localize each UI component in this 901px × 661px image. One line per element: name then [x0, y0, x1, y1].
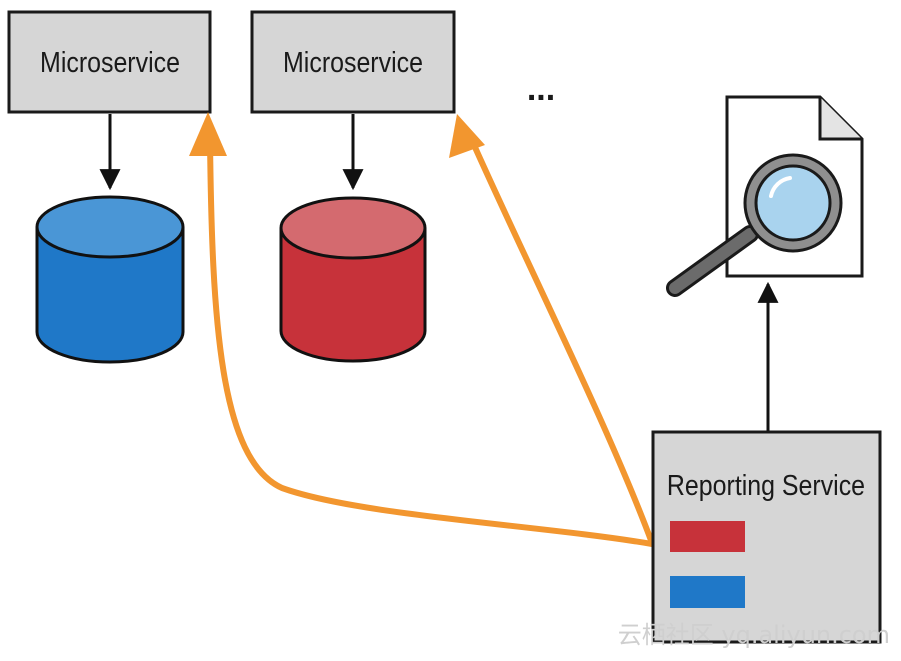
magnifying-glass-icon: [666, 153, 843, 297]
reporting-service-box: Reporting Service: [651, 430, 882, 644]
database-blue-icon: [35, 195, 185, 364]
microservice-1-label: Microservice: [40, 46, 180, 78]
arrow-reporting-to-microservice-1: [207, 137, 655, 547]
ellipsis-text: ...: [527, 70, 555, 108]
reporting-service-label: Reporting Service: [667, 469, 865, 501]
microservice-box-1: Microservice: [7, 10, 212, 114]
arrow-reporting-to-microservice-2: [471, 142, 655, 546]
reporting-swatch-blue: [670, 576, 745, 608]
reporting-swatch-red: [670, 521, 745, 552]
watermark-text: 云栖社区 yq.aliyun.com: [618, 621, 890, 649]
microservice-2-label: Microservice: [283, 46, 423, 78]
microservice-box-2: Microservice: [250, 10, 456, 114]
database-red-icon: [279, 196, 427, 363]
arrow-head-microservice-2: [449, 114, 485, 158]
arrow-head-microservice-1: [189, 112, 227, 156]
